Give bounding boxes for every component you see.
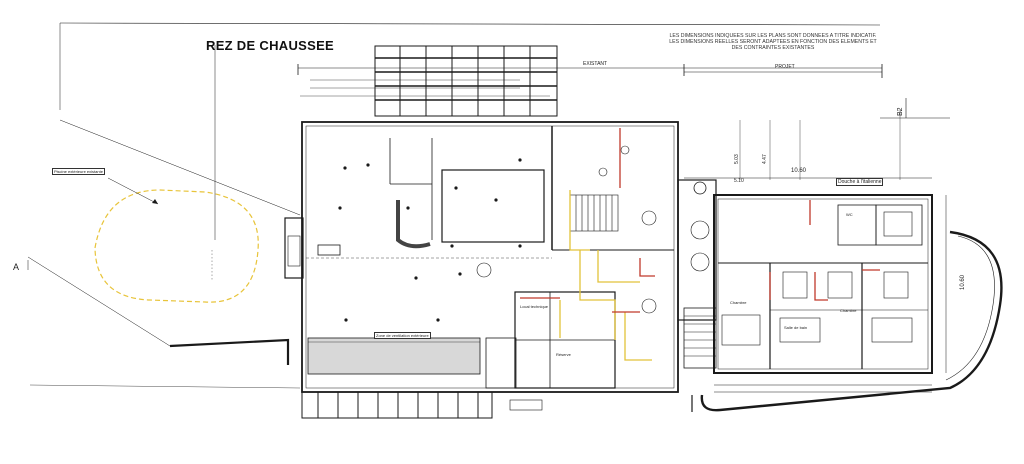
dimension-4-47: 4.47 xyxy=(762,154,768,164)
dimension-note: LES DIMENSIONS INDIQUEES SUR LES PLANS S… xyxy=(669,33,877,51)
room-label-bedroom-2: Chambre xyxy=(840,308,857,313)
room-label-reserve: Réserve xyxy=(556,352,571,357)
pool-callout: Piscine extérieure existante xyxy=(52,168,105,175)
plan-title: REZ DE CHAUSSEE xyxy=(206,38,335,53)
shower-callout: Douche à l'italienne xyxy=(836,178,884,186)
dimension-10-60-side: 10.60 xyxy=(960,274,966,290)
dimension-10-60-top: 10.60 xyxy=(791,168,807,174)
dimension-5-03: 5.03 xyxy=(734,154,740,164)
terrace-callout: Zone de ventilation extérieure xyxy=(374,332,431,339)
section-mark-a: A xyxy=(13,262,20,272)
dimension-5-10: 5.10 xyxy=(734,178,744,184)
room-label-bathroom: Salle de bain xyxy=(784,325,808,330)
room-label-bedroom-1: Chambre xyxy=(730,300,747,305)
zone-existing-label: EXISTANT xyxy=(583,61,608,67)
section-mark-b2: B2 xyxy=(897,107,904,116)
room-label-wc: WC xyxy=(846,212,853,217)
room-label-local: Local technique xyxy=(520,304,549,309)
zone-project-label: PROJET xyxy=(775,64,795,70)
